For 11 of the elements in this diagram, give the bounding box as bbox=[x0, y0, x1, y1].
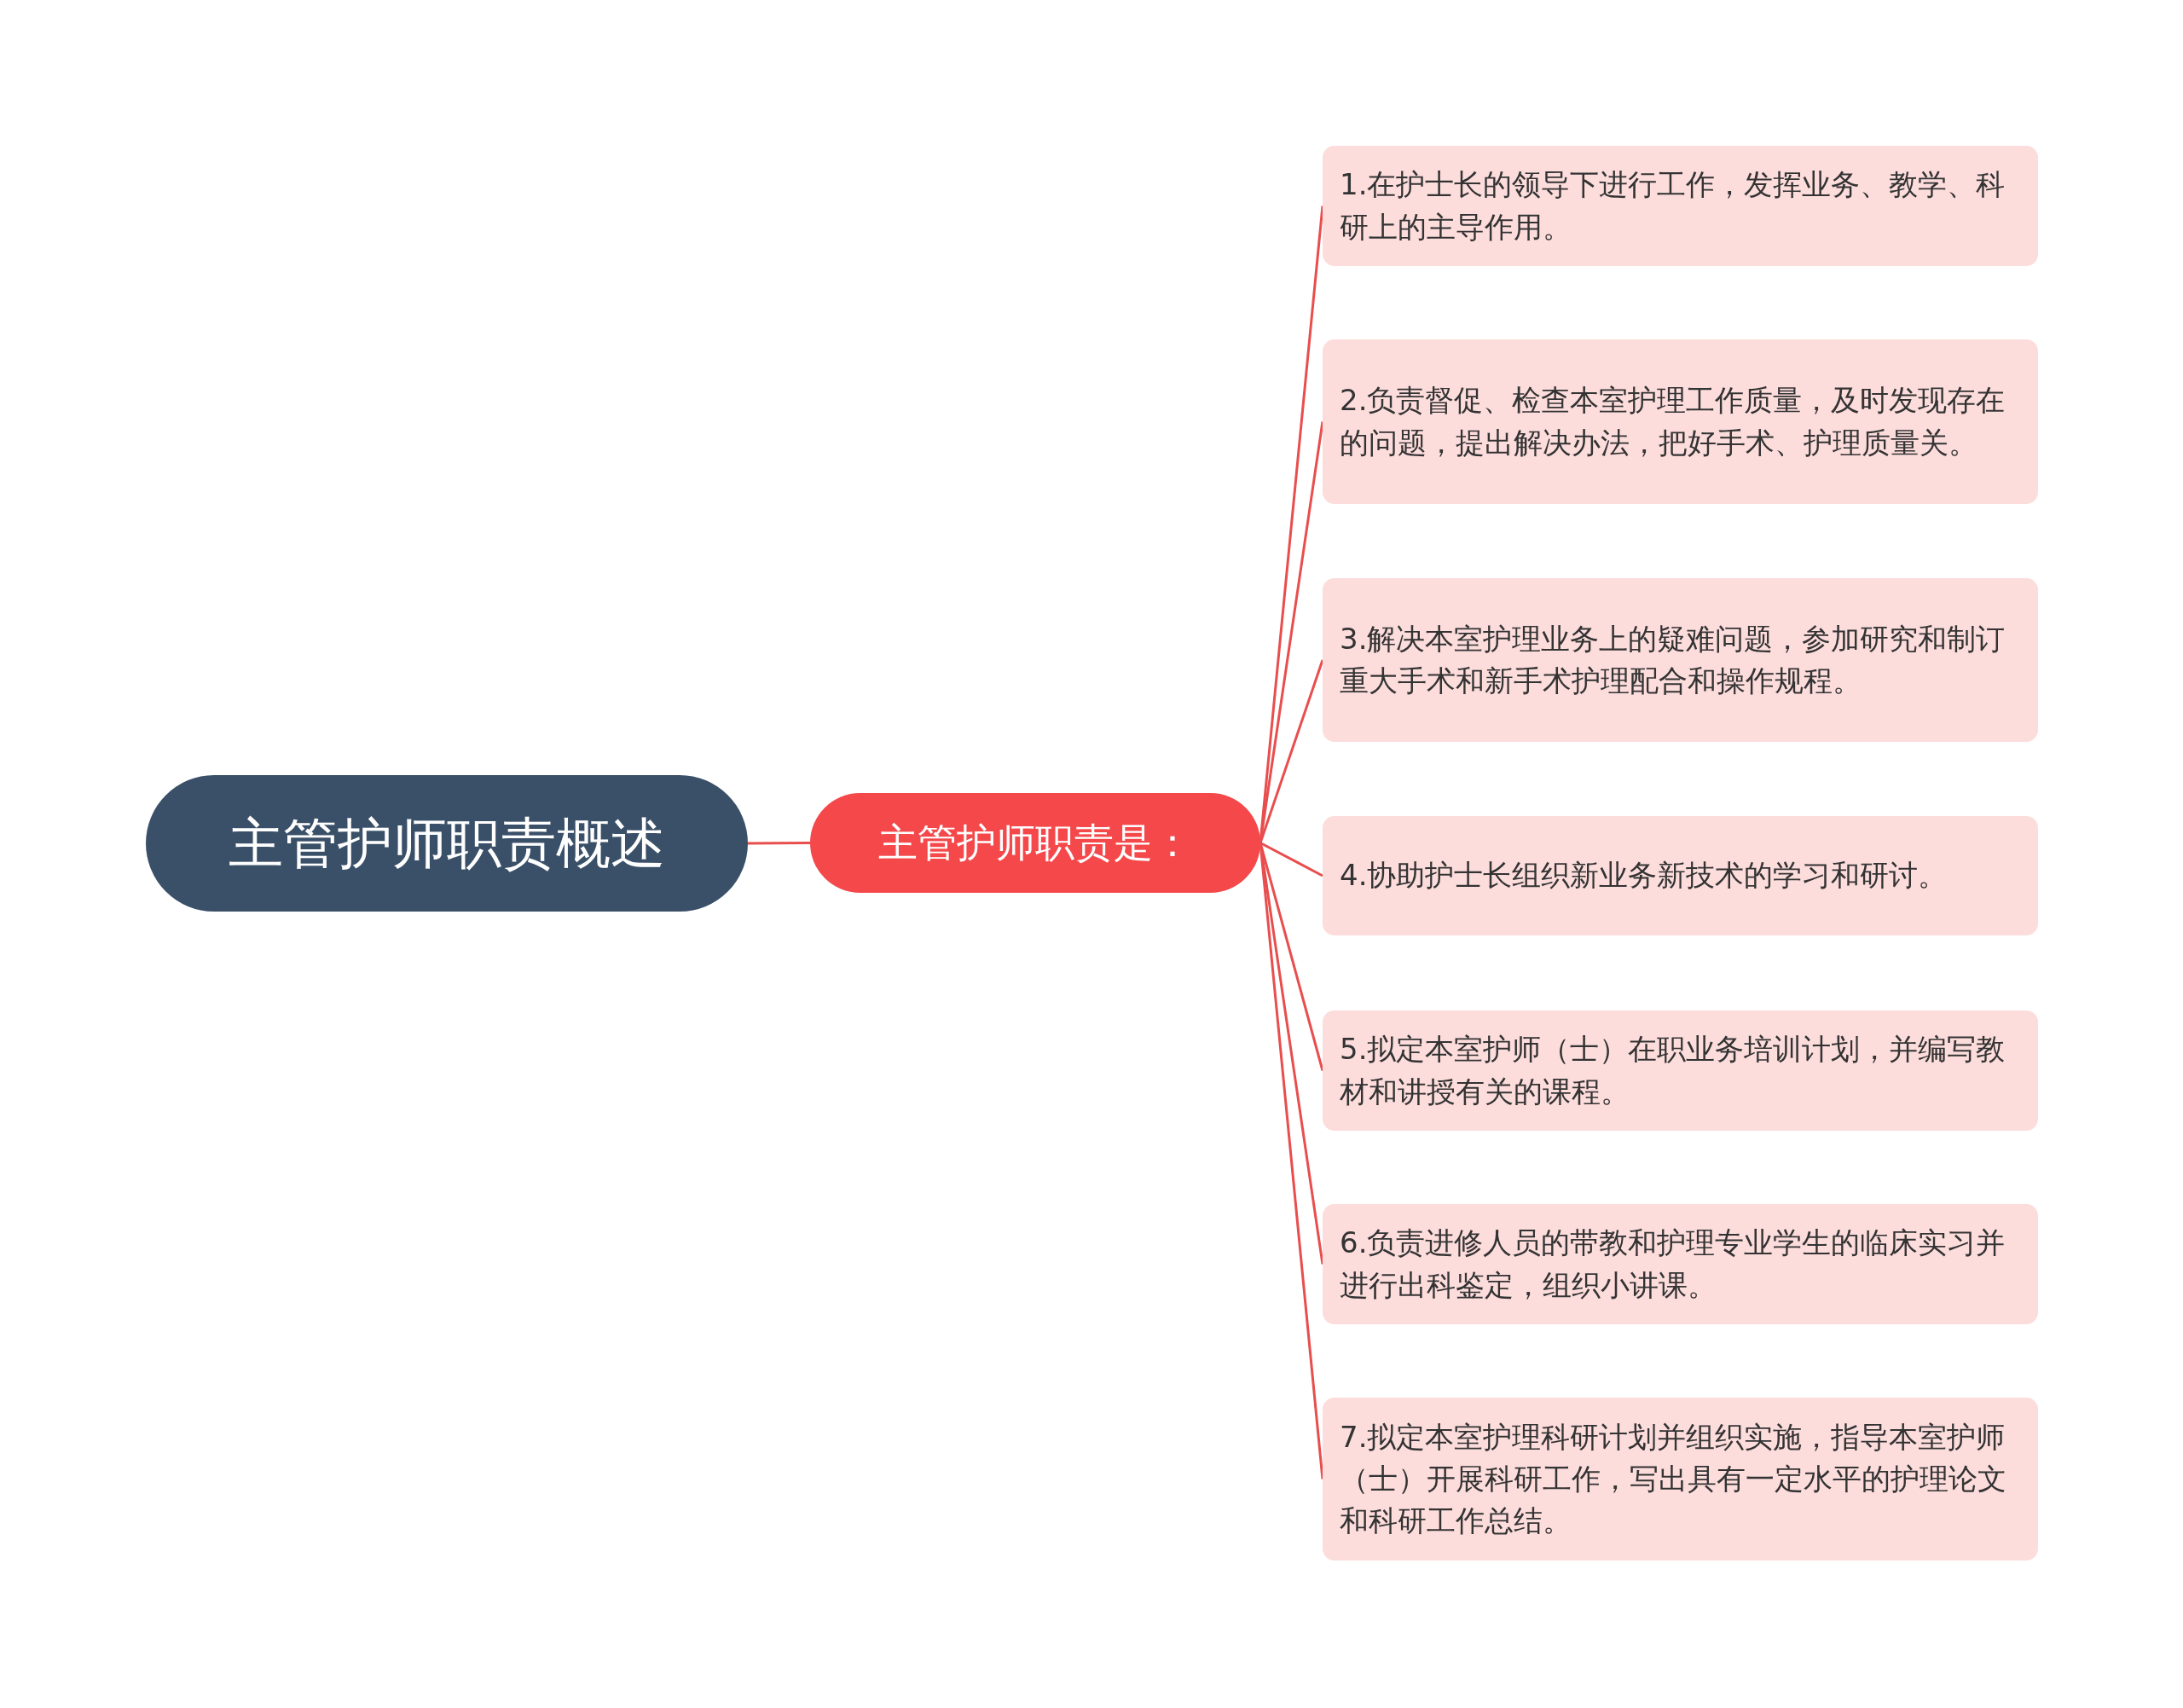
leaf-topic: 7.拟定本室护理科研计划并组织实施，指导本室护师（士）开展科研工作，写出具有一定水平的护理论文和科研工作总结。 bbox=[1323, 1398, 2038, 1560]
connector-line bbox=[748, 842, 810, 845]
root-topic: 主管护师职责概述 bbox=[146, 775, 748, 912]
branch-topic: 主管护师职责是： bbox=[810, 793, 1260, 893]
leaf-topic: 5.拟定本室护师（士）在职业务培训计划，并编写教材和讲授有关的课程。 bbox=[1323, 1010, 2038, 1131]
leaf-topic: 3.解决本室护理业务上的疑难问题，参加研究和制订重大手术和新手术护理配合和操作规程。 bbox=[1323, 578, 2038, 742]
leaf-topic: 4.协助护士长组织新业务新技术的学习和研讨。 bbox=[1323, 816, 2038, 935]
leaf-topic: 6.负责进修人员的带教和护理专业学生的临床实习并进行出科鉴定，组织小讲课。 bbox=[1323, 1204, 2038, 1324]
leaf-topic: 2.负责督促、检查本室护理工作质量，及时发现存在的问题，提出解决办法，把好手术、护理质量关。 bbox=[1323, 339, 2038, 504]
leaf-topic: 1.在护士长的领导下进行工作，发挥业务、教学、科研上的主导作用。 bbox=[1323, 146, 2038, 266]
connector-line bbox=[1259, 842, 1323, 877]
